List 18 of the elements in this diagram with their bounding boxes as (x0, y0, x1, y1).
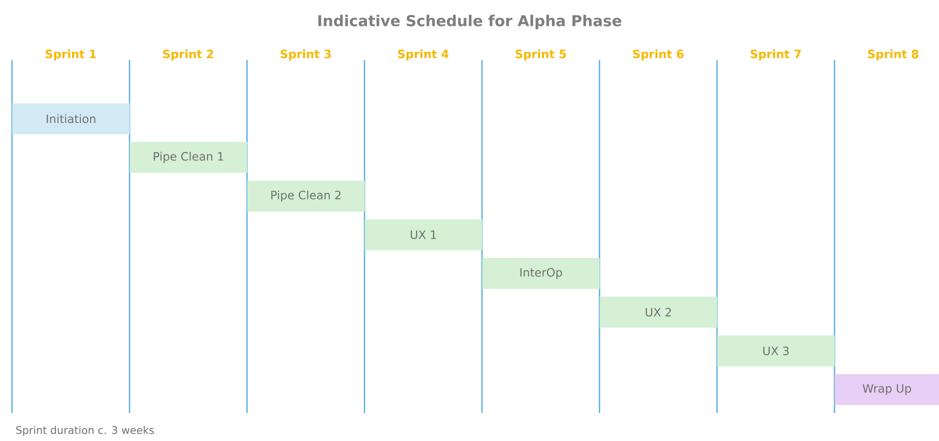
column-header: Sprint 8 (868, 49, 918, 61)
task-bar: InterOp (482, 258, 600, 289)
column-header: Sprint 6 (633, 49, 684, 61)
task-bar: Wrap Up (834, 374, 939, 406)
column-header: Sprint 3 (280, 49, 331, 61)
column-header: Sprint 2 (163, 49, 214, 61)
task-bar: UX 2 (600, 296, 718, 328)
task-bar: Initiation (12, 103, 130, 134)
column-header: Sprint 4 (398, 49, 449, 61)
column-header: Sprint 1 (46, 49, 96, 61)
title: Indicative Schedule for Alpha Phase (318, 14, 622, 30)
column-header: Sprint 5 (516, 49, 566, 61)
column-header: Sprint 7 (750, 49, 801, 61)
task-bar: UX 3 (717, 335, 835, 366)
task-bar: Pipe Clean 1 (130, 142, 248, 173)
task-bar: Pipe Clean 2 (247, 180, 365, 212)
caption: Sprint duration c. 3 weeks (16, 426, 154, 436)
task-bar: UX 1 (364, 219, 482, 250)
